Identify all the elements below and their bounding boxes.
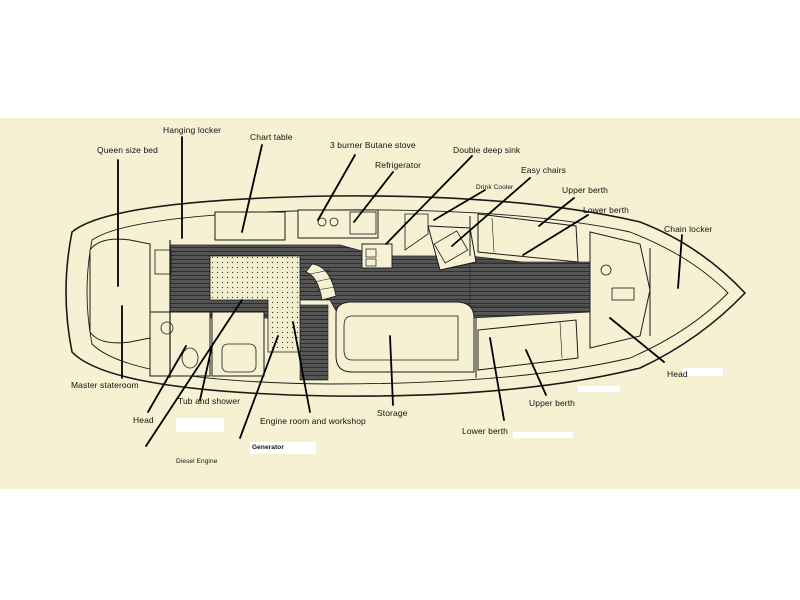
- label-storage: Storage: [377, 408, 408, 418]
- white-patch: [513, 432, 573, 438]
- label-upper-berth-fwd: Upper berth: [562, 185, 608, 195]
- storage-settee: [335, 301, 475, 373]
- label-master-stateroom: Master stateroom: [71, 380, 139, 390]
- engine-room-area: [209, 255, 301, 353]
- label-lower-berth-aft: Lower berth: [462, 426, 508, 436]
- aft-passage-floor: [299, 304, 329, 381]
- white-patch: [578, 386, 620, 392]
- master-bed: [89, 238, 151, 344]
- label-burner-stove: 3 burner Butane stove: [330, 140, 416, 150]
- label-refrigerator: Refrigerator: [375, 160, 422, 170]
- label-chart-table: Chart table: [250, 132, 293, 142]
- label-head-aft: Head: [133, 415, 154, 425]
- head-aft-room: [149, 311, 211, 377]
- lower-berth-aft: [477, 319, 579, 371]
- label-diesel-engine: Diesel Engine: [176, 458, 218, 465]
- head-fwd-room: [589, 231, 651, 349]
- label-head-fwd: Head: [667, 369, 688, 379]
- label-drink-cooler: Drink Cooler: [476, 184, 514, 191]
- label-chain-locker: Chain locker: [664, 224, 713, 234]
- white-patch: [250, 442, 316, 454]
- white-patch: [176, 418, 224, 432]
- label-tub-and-shower: Tub and shower: [178, 396, 241, 406]
- label-generator: Generator: [252, 444, 284, 451]
- label-double-deep-sink: Double deep sink: [453, 145, 521, 155]
- forward-cabin-floor: [469, 261, 591, 307]
- label-engine-room: Engine room and workshop: [260, 416, 366, 426]
- leader-lines: [117, 136, 683, 447]
- label-upper-berth-aft: Upper berth: [529, 398, 575, 408]
- white-patch: [683, 368, 723, 376]
- label-easy-chairs: Easy chairs: [521, 165, 567, 175]
- label-queen-size-bed: Queen size bed: [97, 145, 158, 155]
- chart-table: [214, 211, 286, 241]
- easy-chairs: [427, 225, 477, 271]
- label-hanging-locker: Hanging locker: [163, 125, 222, 135]
- label-lower-berth-fwd: Lower berth: [583, 205, 629, 215]
